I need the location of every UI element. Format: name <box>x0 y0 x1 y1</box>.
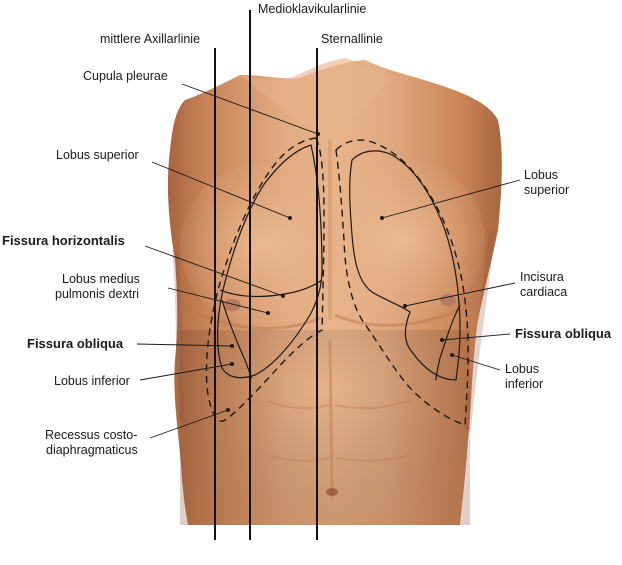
left-oblique-fissure <box>435 304 461 381</box>
label-lobus-superior-left-1: Lobus <box>524 168 558 182</box>
label-lobus-inferior-left-2: inferior <box>505 377 543 391</box>
label-recessus-2: diaphragmaticus <box>46 443 138 457</box>
reference-lines <box>214 10 318 540</box>
right-nipple <box>223 299 241 311</box>
right-horizontal-fissure <box>219 279 323 298</box>
label-fissura-obliqua-left: Fissura obliqua <box>515 326 612 341</box>
label-sternallinie: Sternallinie <box>321 32 383 46</box>
label-lobus-superior-right: Lobus superior <box>56 148 139 162</box>
torso-silhouette <box>167 58 502 525</box>
label-lobus-medius-1: Lobus medius <box>62 272 140 286</box>
label-lobus-superior-left-2: superior <box>524 183 569 197</box>
label-medioklavikularlinie: Medioklavikularlinie <box>258 2 366 16</box>
label-incisura-2: cardiaca <box>520 285 567 299</box>
lung-outlines <box>217 144 461 381</box>
right-pleura-outline <box>205 137 325 422</box>
left-lung-outline <box>349 150 461 381</box>
label-fissura-obliqua-right: Fissura obliqua <box>27 336 124 351</box>
label-recessus-1: Recessus costo- <box>45 428 137 442</box>
label-lobus-inferior-right: Lobus inferior <box>54 374 130 388</box>
label-cupula-pleurae: Cupula pleurae <box>83 69 168 83</box>
pleura-outlines <box>205 137 469 426</box>
label-mittlere-axillarlinie: mittlere Axillarlinie <box>100 32 200 46</box>
label-incisura-1: Incisura <box>520 270 564 284</box>
label-lobus-inferior-left-1: Lobus <box>505 362 539 376</box>
right-lung-outline <box>217 144 323 379</box>
label-lobus-medius-2: pulmonis dextri <box>55 287 139 301</box>
navel <box>326 488 338 496</box>
right-oblique-fissure <box>221 299 253 379</box>
leader-lines <box>136 83 521 439</box>
left-nipple <box>440 294 456 306</box>
left-pleura-outline <box>335 139 469 426</box>
labels: Medioklavikularlinie mittlere Axillarlin… <box>2 2 612 457</box>
label-fissura-horizontalis: Fissura horizontalis <box>2 233 125 248</box>
